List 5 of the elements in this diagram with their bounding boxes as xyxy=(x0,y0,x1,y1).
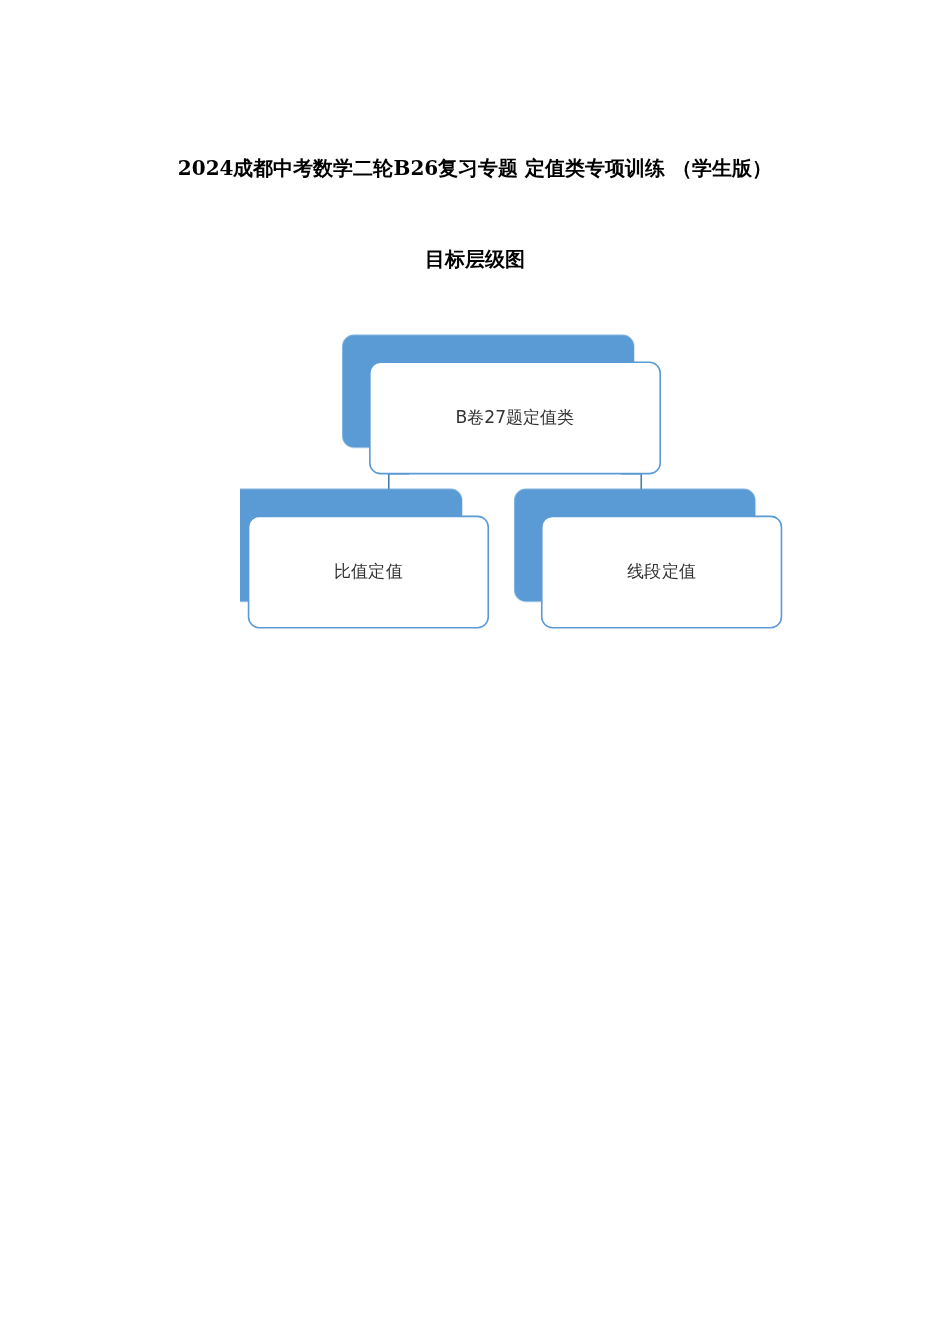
node-box: 比值定值 xyxy=(247,515,490,629)
node-box: B卷27题定值类 xyxy=(369,361,661,475)
node-box: 线段定值 xyxy=(540,515,783,629)
diagram-heading: 目标层级图 xyxy=(425,246,525,273)
page-title: 2024成都中考数学二轮B26复习专题 定值类专项训练 （学生版） xyxy=(176,155,774,182)
